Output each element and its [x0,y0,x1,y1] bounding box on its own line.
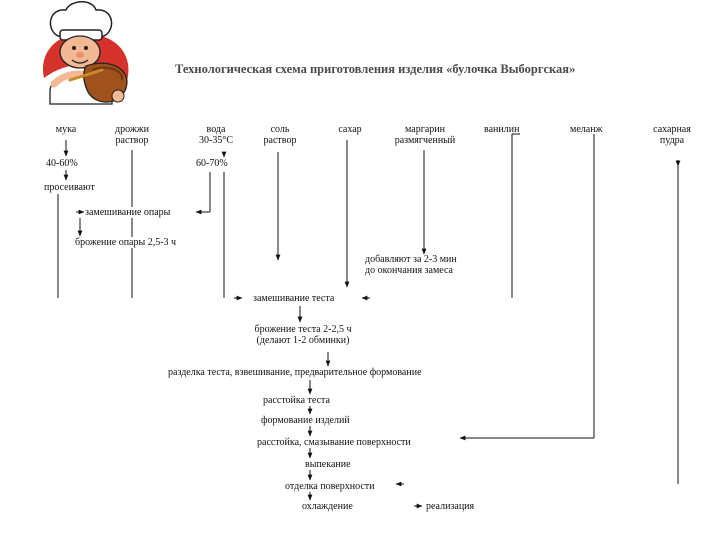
step-sift: просеивают [44,182,95,193]
step-ferment-dough: брожение теста 2-2,5 ч(делают 1-2 обминк… [254,324,352,346]
step-dividing: разделка теста, взвешивание, предварител… [168,367,422,378]
step-finishing: отделка поверхности [284,481,376,492]
step-proofing: расстойка теста [262,395,331,406]
step-baking: выпекание [304,459,352,470]
step-ferment-sponge: брожение опары 2,5-3 ч [74,237,178,248]
ingredient-melange: меланж [570,124,603,135]
step-cooling: охлаждение [302,501,353,512]
ingredient-sugar: сахар [338,124,362,135]
ratio-water: 60-70% [196,158,228,169]
step-sale: реализация [426,501,475,512]
page-title: Технологическая схема приготовления изде… [175,62,576,76]
step-proofing-surface: расстойка, смазывание поверхности [256,437,412,448]
step-forming: формование изделий [260,415,351,426]
ingredient-vanillin: ванилин [484,124,520,135]
ingredient-flour: мука [55,124,77,135]
step-knead-dough: замешивание теста [252,293,336,304]
chef-icon [43,1,129,105]
step-knead-sponge: замешивание опары [84,207,172,218]
ratio-flour: 40-60% [46,158,78,169]
